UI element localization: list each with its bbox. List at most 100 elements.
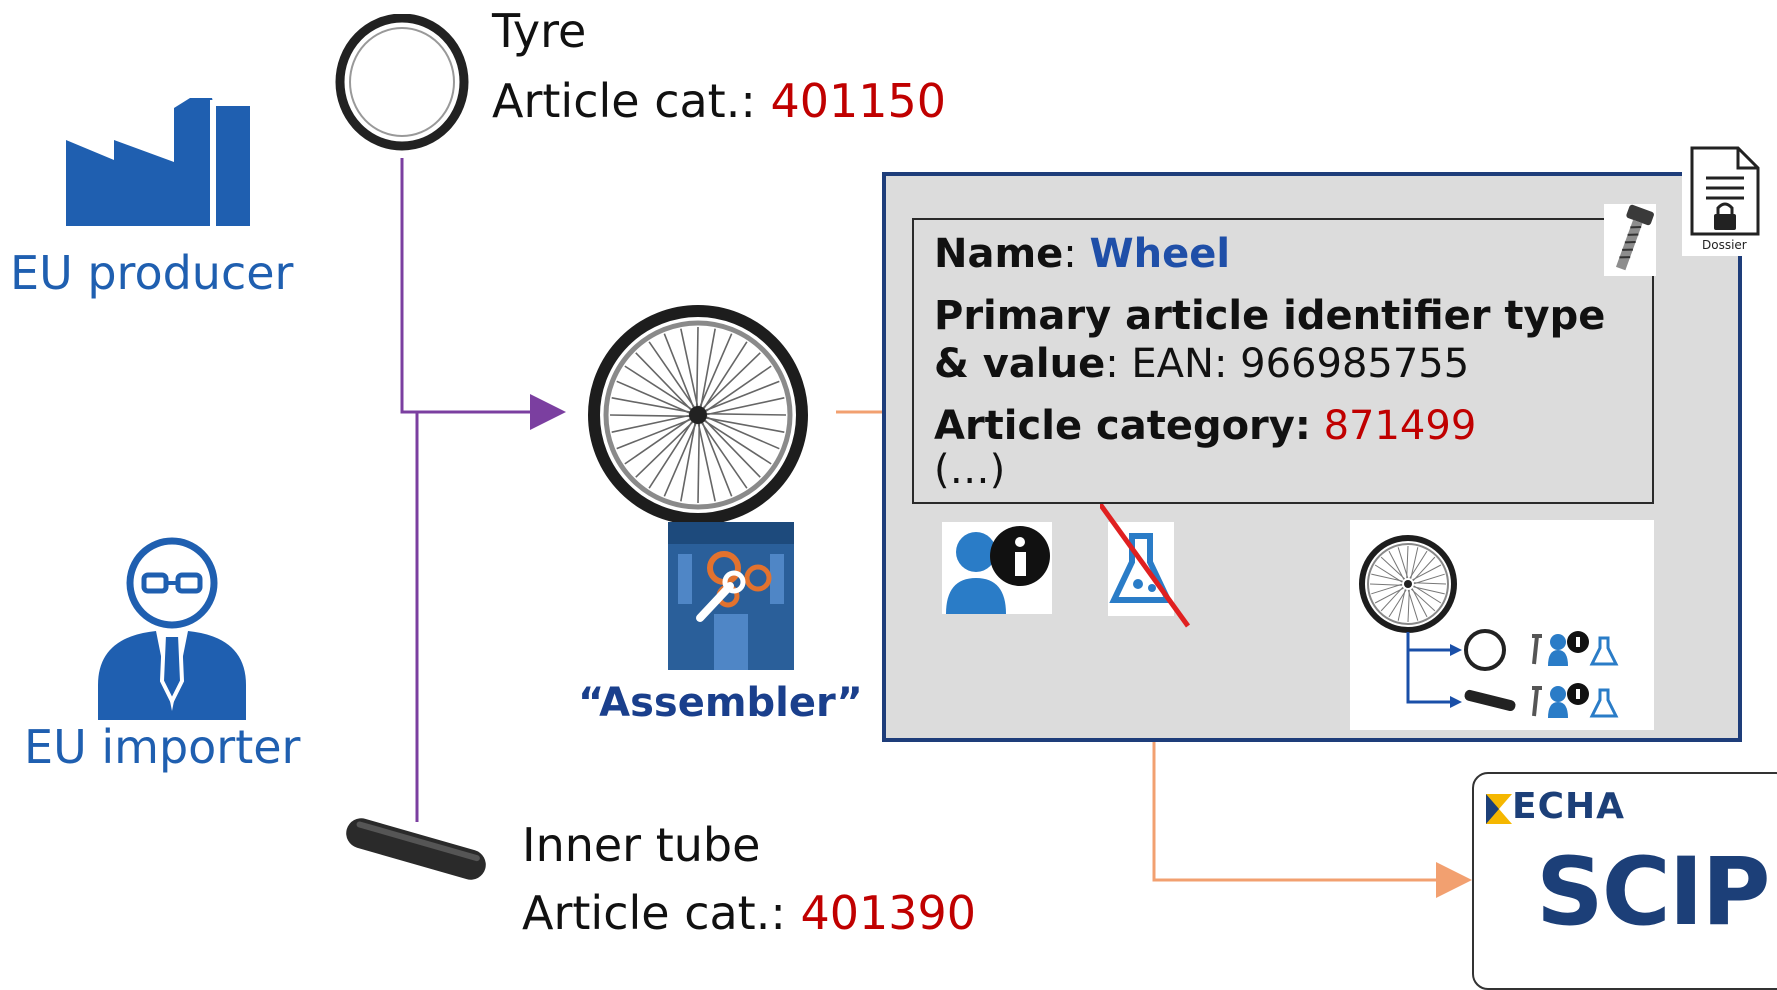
wheel-spoke <box>1374 587 1404 604</box>
wheel-spoke <box>703 412 787 416</box>
wheel-spoke <box>703 416 785 433</box>
screw-icon <box>1604 204 1656 276</box>
wheel-spoke <box>703 365 772 414</box>
wheel-spoke <box>1374 564 1403 583</box>
identifier-key-line2: & value <box>934 341 1106 387</box>
submission-line <box>836 410 1472 898</box>
wheel-spoke <box>700 419 733 497</box>
wheel-spoke <box>702 417 761 478</box>
name-key: Name <box>934 231 1064 277</box>
wheel-spoke <box>703 397 785 416</box>
composition-subpanel <box>1350 520 1654 730</box>
wheel-spoke <box>624 416 693 465</box>
wheel-spoke <box>1371 573 1403 582</box>
wheel-spoke <box>680 328 699 410</box>
inner-tube-category-prefix: Article cat.: <box>522 886 801 940</box>
tyre-icon <box>335 14 469 151</box>
eu-importer-label: EU importer <box>24 720 301 774</box>
assembler-machine-icon <box>668 522 794 670</box>
echa-label: ECHA <box>1512 786 1626 827</box>
inner-tube-icon <box>346 818 486 880</box>
wheel-spoke <box>1388 550 1405 580</box>
mini-row2-icons <box>1532 683 1619 718</box>
article-info-box: Name: Wheel Primary article identifier t… <box>912 218 1654 504</box>
mini-row1-icons <box>1532 631 1619 666</box>
wheel-spoke <box>635 419 696 478</box>
wheel-spoke <box>697 420 701 504</box>
user-info-icon <box>942 522 1052 614</box>
wheel-spoke <box>697 420 716 502</box>
wheel-spoke <box>1413 586 1445 595</box>
inner-tube-category: Article cat.: 401390 <box>522 886 976 940</box>
wheel-spoke <box>616 380 693 415</box>
wheel-spoke <box>611 397 693 414</box>
mini-tube-icon <box>1464 689 1516 712</box>
wheel-spoke <box>1397 547 1409 579</box>
assembler-label: “Assembler” <box>578 680 863 726</box>
wheel-spoke <box>1410 547 1419 579</box>
wheel-spoke <box>1407 589 1410 623</box>
wheel-spoke <box>1409 550 1428 579</box>
wheel-spoke <box>1412 564 1442 581</box>
wheel-spoke <box>699 328 716 410</box>
eu-producer-label: EU producer <box>10 246 294 300</box>
wheel-spoke <box>635 352 694 413</box>
wheel-spoke <box>624 365 695 412</box>
wheel-icon <box>588 305 808 525</box>
wheel-spoke <box>663 333 696 411</box>
wheel-spoke <box>1413 585 1442 604</box>
wheel-spoke <box>701 418 772 465</box>
wheel-spoke <box>1369 583 1403 586</box>
name-row: Name: Wheel <box>934 231 1231 277</box>
dossier-label: Dossier <box>1702 238 1747 252</box>
tyre-name: Tyre <box>492 4 587 58</box>
identifier-value: EAN: 966985755 <box>1131 341 1470 387</box>
supply-line <box>400 158 566 822</box>
name-value: Wheel <box>1089 231 1231 277</box>
wheel-spoke <box>1388 589 1407 618</box>
wheel-spoke <box>1413 573 1445 585</box>
wheel-spoke <box>695 326 699 410</box>
wheel-spoke <box>703 415 780 450</box>
flask-crossed-icon <box>1100 504 1191 628</box>
wheel-spoke <box>1380 586 1404 612</box>
wheel-spoke <box>680 420 697 502</box>
wheel-spoke <box>1371 583 1403 595</box>
ellipsis-text: (…) <box>934 447 1006 493</box>
importer-person-icon <box>98 537 246 720</box>
wheel-spoke <box>700 352 761 411</box>
wheel-spoke <box>1406 545 1409 579</box>
scip-label: SCIP <box>1536 838 1771 947</box>
wheel-spoke <box>648 418 695 489</box>
wheel-spoke <box>701 341 748 412</box>
mini-wheel-icon <box>1359 535 1457 633</box>
dossier-icon: Dossier <box>1682 146 1762 256</box>
wheel-spoke <box>1407 589 1419 621</box>
tyre-category-prefix: Article cat.: <box>492 74 771 128</box>
echa-logo <box>1486 794 1512 824</box>
wheel-spoke <box>702 380 780 413</box>
wheel-spoke <box>1410 588 1436 612</box>
inner-tube-category-value: 401390 <box>800 886 977 940</box>
category-value: 871499 <box>1323 403 1477 449</box>
tyre-category: Article cat.: 401150 <box>492 74 946 128</box>
category-row: Article category: 871499 <box>934 402 1632 450</box>
mini-tyre-icon <box>1464 629 1506 671</box>
wheel-spoke <box>1413 582 1447 585</box>
composition-tree <box>1359 535 1619 718</box>
category-key: Article category: <box>934 403 1311 449</box>
scip-database-box <box>1472 772 1777 990</box>
wheel-spoke <box>1411 588 1428 618</box>
identifier-key-line1: Primary article identifier type <box>934 293 1606 339</box>
factory-icon <box>66 98 250 226</box>
wheel-spoke <box>663 420 698 497</box>
identifier-value-row: & value: EAN: 966985755 <box>934 341 1470 387</box>
dossier-document-icon <box>1690 146 1760 236</box>
wheel-spoke <box>611 414 693 433</box>
tyre-category-value: 401150 <box>770 74 947 128</box>
wheel-spoke <box>1412 556 1436 582</box>
wheel-spoke <box>698 333 733 410</box>
wheel-spoke <box>648 341 697 410</box>
wheel-spoke <box>1380 556 1406 580</box>
